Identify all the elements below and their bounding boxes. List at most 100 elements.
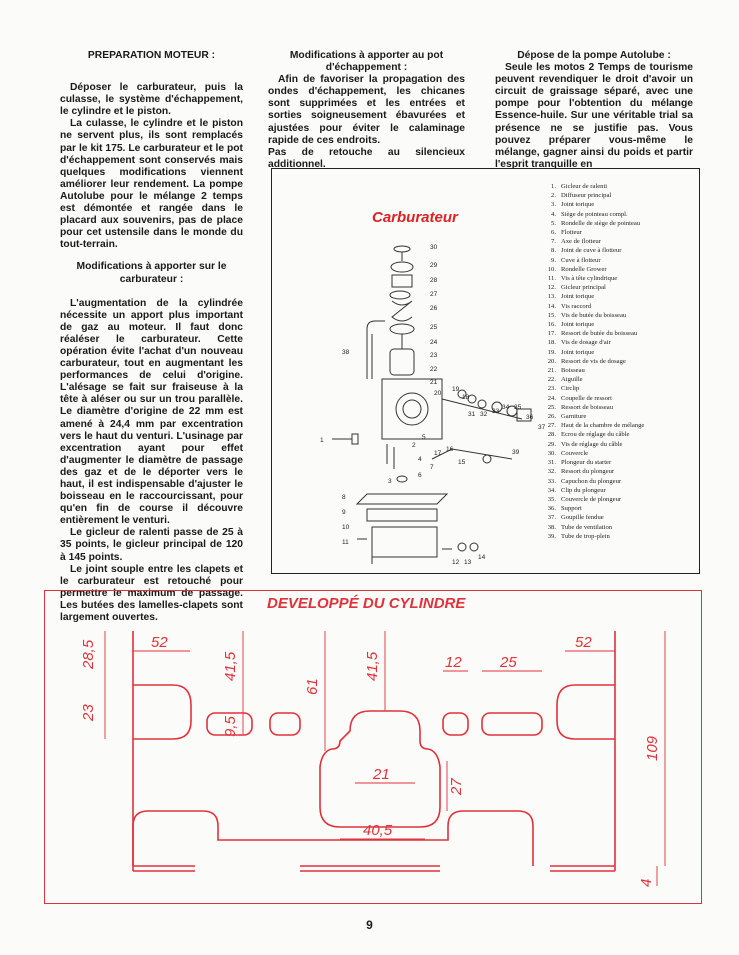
callout-label: 12: [452, 559, 460, 566]
parts-list-item: 32.Ressort du plongeur: [542, 467, 644, 476]
part-name: Ressort de vis de dosage: [561, 357, 626, 365]
part-number: 20.: [547, 357, 556, 365]
parts-list-item: 1.Gicleur de ralenti: [542, 182, 644, 191]
page-number: 9: [366, 918, 373, 932]
callout-label: 33: [492, 408, 500, 415]
callout-label: 27: [430, 291, 438, 298]
dimension-label: 28,5: [80, 639, 97, 670]
part-number: 8.: [551, 247, 556, 255]
part-name: Joint de cuve à flotteur: [561, 247, 622, 255]
part-number: 29.: [547, 440, 556, 448]
part-number: 37.: [547, 514, 556, 522]
parts-list-item: 22.Aiguille: [542, 375, 644, 384]
part-name: Capuchon du plongeur: [561, 477, 622, 485]
paragraph: Le gicleur de ralenti passe de 25 à 35 p…: [60, 527, 243, 563]
callout-label: 9: [342, 509, 346, 516]
part-name: Boisseau: [561, 367, 585, 375]
callout-label: 37: [538, 424, 546, 431]
callout-label: 23: [430, 352, 438, 359]
dimension-label: 52: [575, 634, 592, 651]
parts-list-item: 10.Rondelle Grower: [542, 265, 644, 274]
callout-label: 13: [464, 559, 472, 566]
part-name: Axe de flotteur: [561, 238, 601, 246]
parts-list-item: 12.Gicleur principal: [542, 283, 644, 292]
callout-label: 34: [502, 404, 510, 411]
dimension-label: 9,5: [222, 715, 239, 737]
part-number: 5.: [551, 219, 556, 227]
part-number: 15.: [547, 311, 556, 319]
callout-label: 16: [446, 446, 454, 453]
cylinder-title: DEVELOPPÉ DU CYLINDRE: [267, 595, 466, 612]
part-number: 34.: [547, 486, 556, 494]
column-1: PREPARATION MOTEUR : Déposer le carburat…: [60, 50, 243, 624]
dimension-label: 61: [304, 678, 321, 695]
callout-label: 17: [434, 450, 442, 457]
part-number: 17.: [547, 330, 556, 338]
parts-list-item: 26.Garniture: [542, 412, 644, 421]
parts-list-item: 9.Cuve à flotteur: [542, 256, 644, 265]
carburetor-title: Carburateur: [372, 209, 458, 226]
parts-list-item: 23.Circlip: [542, 384, 644, 393]
parts-list-item: 24. Coupelle de ressort: [542, 394, 644, 403]
part-name: Vis de dosage d'air: [561, 339, 611, 347]
cylinder-drawing: 52 28,5 23 41,5 9,5 61 41,5 12 25 52 109…: [80, 631, 666, 887]
dimension-label: 21: [372, 766, 390, 783]
part-number: 38.: [547, 523, 556, 531]
parts-list-item: 4.Siège de pointeau compl.: [542, 210, 644, 219]
dimension-label: 25: [499, 654, 517, 671]
callout-label: 11: [342, 539, 349, 546]
callout-label: 2: [412, 442, 416, 449]
part-name: Joint torique: [561, 321, 595, 329]
callout-label: 10: [342, 524, 350, 531]
part-number: 6.: [551, 229, 556, 237]
parts-list-item: 2. Diffuseur principal: [542, 191, 644, 200]
parts-list-item: 36.Support: [542, 504, 644, 513]
part-name: Joint torique: [561, 293, 595, 301]
callout-label: 22: [430, 366, 438, 373]
dimension-label: 52: [151, 634, 168, 651]
paragraph: L'augmentation de la cylindrée nécessite…: [60, 297, 243, 527]
callout-label: 29: [430, 262, 438, 269]
heading-pot: Modifications à apporter au pot d'échapp…: [289, 50, 444, 74]
parts-list-item: 30.Couvercle: [542, 449, 644, 458]
part-number: 32.: [547, 468, 556, 476]
part-number: 26.: [547, 413, 556, 421]
part-name: Couvercle de plongeur: [561, 495, 622, 503]
part-name: Coupelle de ressort: [561, 394, 612, 402]
callout-label: 20: [434, 390, 442, 397]
part-name: Diffuseur principal: [561, 192, 612, 200]
callout-label: 5: [422, 434, 426, 441]
heading-carburateur-mods: Modifications à apporter sur le carburat…: [76, 261, 227, 285]
part-number: 2.: [551, 192, 556, 200]
parts-list-item: 19.Joint torique: [542, 348, 644, 357]
parts-list-item: 16.Joint torique: [542, 320, 644, 329]
part-number: 18.: [547, 339, 556, 347]
parts-list-item: 11.Vis à tête cylindrique: [542, 274, 644, 283]
paragraph: Pas de retouche au silencieux additionne…: [268, 146, 465, 170]
callout-label: 21: [430, 379, 438, 386]
dimension-label: 12: [445, 654, 462, 671]
part-number: 30.: [547, 449, 556, 457]
part-number: 24.: [547, 394, 556, 402]
dimension-label: 4: [638, 879, 655, 887]
part-number: 11.: [548, 275, 556, 283]
parts-list-item: 37.Goupille fendue: [542, 513, 644, 522]
parts-list-item: 29. Vis de réglage du câble: [542, 440, 644, 449]
part-name: Rondelle de siège de pointeau: [561, 219, 641, 227]
callout-label: 1: [320, 437, 324, 444]
dimension-label: 40,5: [363, 822, 393, 839]
part-name: Vis de butée du boisseau: [561, 311, 627, 319]
parts-list-item: 27.Haut de la chambre de mélange: [542, 421, 645, 430]
paragraph: Afin de favoriser la propagation des ond…: [268, 74, 465, 146]
column-3: Dépose de la pompe Autolube : Seule les …: [495, 50, 693, 171]
paragraph: La culasse, le cylindre et le piston ne …: [60, 118, 243, 251]
parts-list-item: 15. Vis de butée du boisseau: [542, 311, 644, 320]
dimension-label: 23: [80, 704, 97, 722]
callout-label: 36: [526, 414, 534, 421]
part-name: Vis de réglage du câble: [561, 440, 623, 448]
parts-list-item: 25.Ressort de boisseau: [542, 403, 644, 412]
callout-label: 26: [430, 305, 438, 312]
parts-list-item: 6.Flotteur: [542, 228, 644, 237]
dimension-label: 27: [448, 778, 465, 796]
dimension-label: 41,5: [364, 651, 381, 681]
